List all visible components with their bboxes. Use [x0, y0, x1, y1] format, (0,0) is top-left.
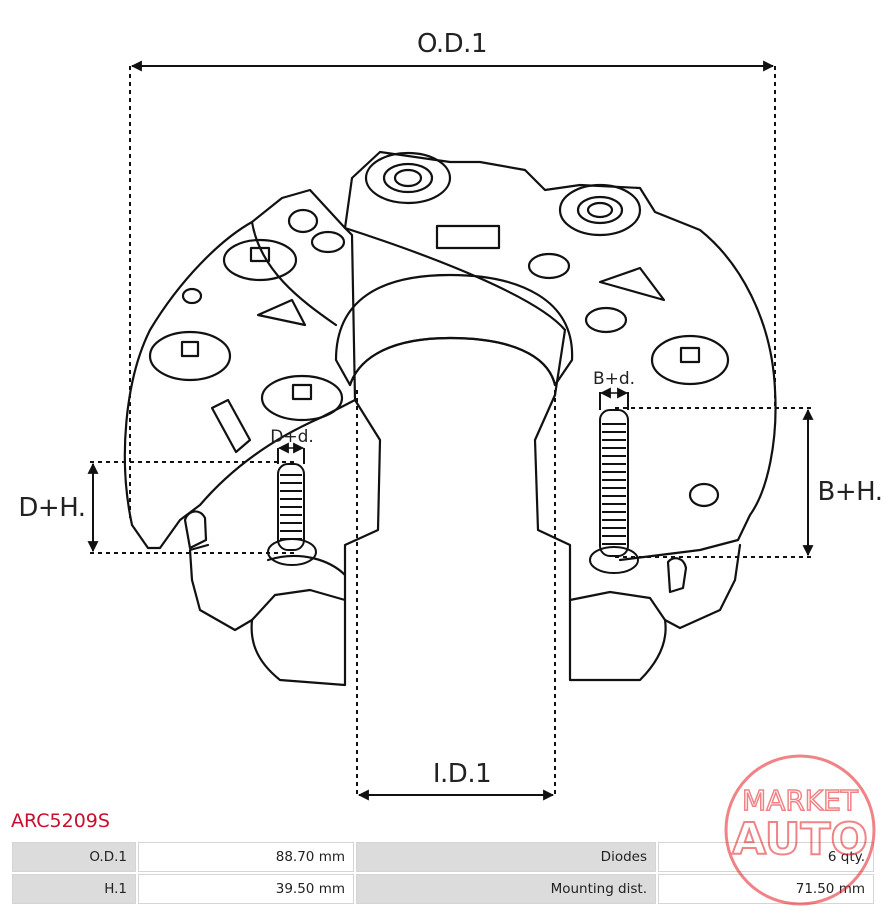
part-code: ARC5209S — [11, 810, 110, 832]
label-bh: B+H. — [818, 477, 883, 507]
spec-label: O.D.1 — [12, 842, 136, 872]
spec-label: H.1 — [12, 874, 136, 904]
right-bolt — [589, 409, 639, 574]
table-row: H.1 39.50 mm Mounting dist. 71.50 mm — [12, 874, 874, 904]
center-bore — [334, 273, 574, 387]
market-auto-logo: MARKET AUTO — [724, 754, 876, 906]
label-dh: D+H. — [18, 493, 85, 523]
spec-value: 88.70 mm — [138, 842, 354, 872]
rectifier-diagram: O.D.1 I.D.1 D+H. D+d. B+H. B+d. — [18, 29, 883, 801]
spec-value: 6 qty. — [658, 842, 874, 872]
spec-value: 71.50 mm — [658, 874, 874, 904]
spec-value: 39.50 mm — [138, 874, 354, 904]
label-id1: I.D.1 — [433, 759, 491, 789]
label-dd: D+d. — [270, 427, 314, 447]
dimension-lines — [87, 60, 815, 801]
label-bd: B+d. — [593, 369, 635, 389]
spec-label: Mounting dist. — [356, 874, 656, 904]
right-leg — [533, 393, 742, 682]
rectifier-body — [123, 150, 777, 687]
center-bore-inner — [348, 336, 557, 387]
left-bolt — [267, 463, 317, 566]
label-od1: O.D.1 — [417, 29, 487, 59]
spec-table: O.D.1 88.70 mm Diodes 6 qty. H.1 39.50 m… — [10, 840, 876, 906]
spec-label: Diodes — [356, 842, 656, 872]
svg-text:MARKET: MARKET — [742, 784, 859, 817]
left-leg — [188, 398, 382, 687]
svg-text:AUTO: AUTO — [732, 814, 868, 865]
table-row: O.D.1 88.70 mm Diodes 6 qty. — [12, 842, 874, 872]
